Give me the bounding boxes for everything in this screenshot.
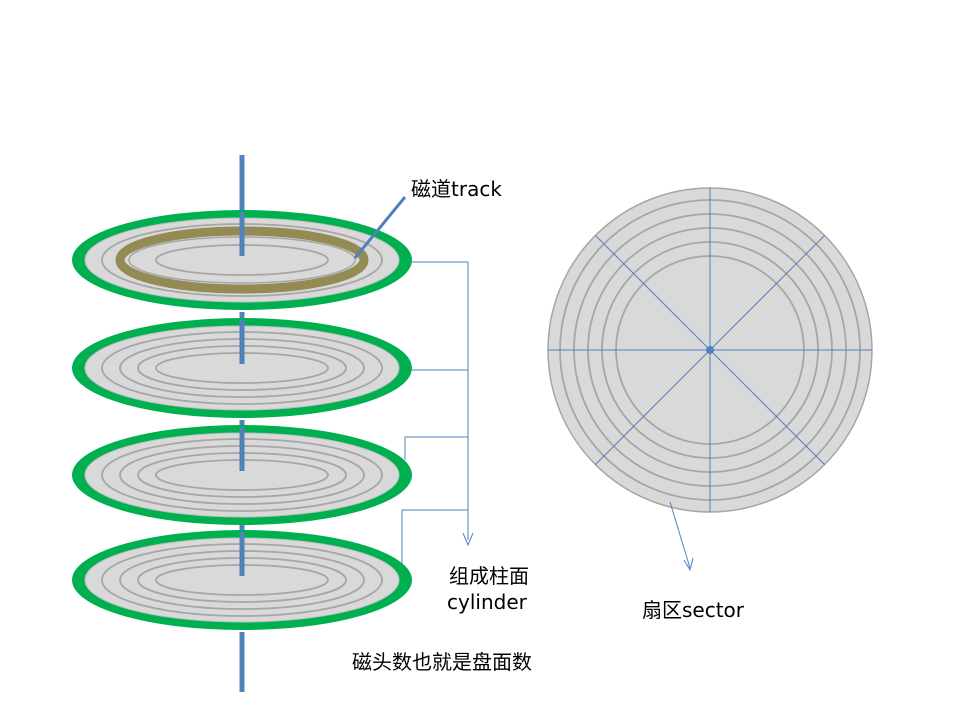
platter-stack	[72, 155, 412, 692]
sector-arrowhead	[683, 557, 694, 572]
platter-icon	[72, 210, 412, 310]
cylinder-connector	[412, 261, 469, 540]
sector-pointer-line	[669, 501, 691, 569]
cylinder-connector	[404, 436, 468, 460]
sector-label: 扇区sector	[642, 598, 745, 622]
platter-icon	[72, 318, 412, 418]
center-hole	[706, 346, 714, 354]
sector-disk-icon	[547, 187, 873, 572]
cylinder-arrowhead	[462, 532, 474, 547]
platter-icon	[72, 425, 412, 525]
cylinder-label-en: cylinder	[447, 590, 527, 614]
cylinder-label-cn: 组成柱面	[449, 564, 529, 588]
track-pointer-line	[353, 196, 407, 259]
track-label: 磁道track	[411, 177, 502, 201]
platter-icon	[72, 530, 412, 630]
heads-count-label: 磁头数也就是盘面数	[352, 650, 532, 674]
cylinder-connector	[401, 509, 468, 565]
cylinder-connectors	[401, 261, 474, 565]
